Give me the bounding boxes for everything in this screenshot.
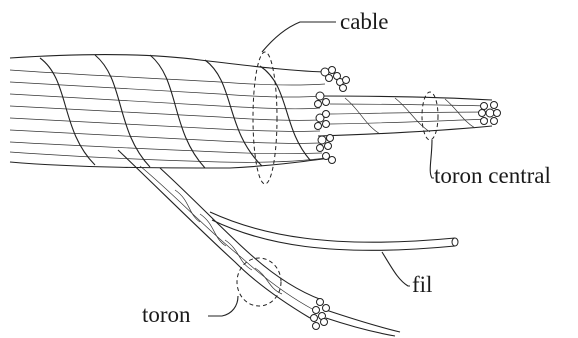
toron-callout-ellipse <box>236 257 282 307</box>
toron-leader <box>208 295 239 317</box>
toron-label: toron <box>142 302 191 327</box>
peeled-strand <box>117 149 459 337</box>
cable-leader <box>261 21 336 53</box>
fil-label: fil <box>412 272 433 297</box>
central-leader <box>429 139 434 179</box>
cable-label: cable <box>340 9 389 34</box>
central-strand <box>317 95 501 137</box>
fil-leader <box>381 251 410 287</box>
cable-callout-ellipse <box>252 51 278 185</box>
strand-ends <box>314 66 350 164</box>
toron-central-label: toron central <box>434 163 551 188</box>
rope-body <box>9 53 331 169</box>
central-callout-ellipse <box>421 91 439 141</box>
